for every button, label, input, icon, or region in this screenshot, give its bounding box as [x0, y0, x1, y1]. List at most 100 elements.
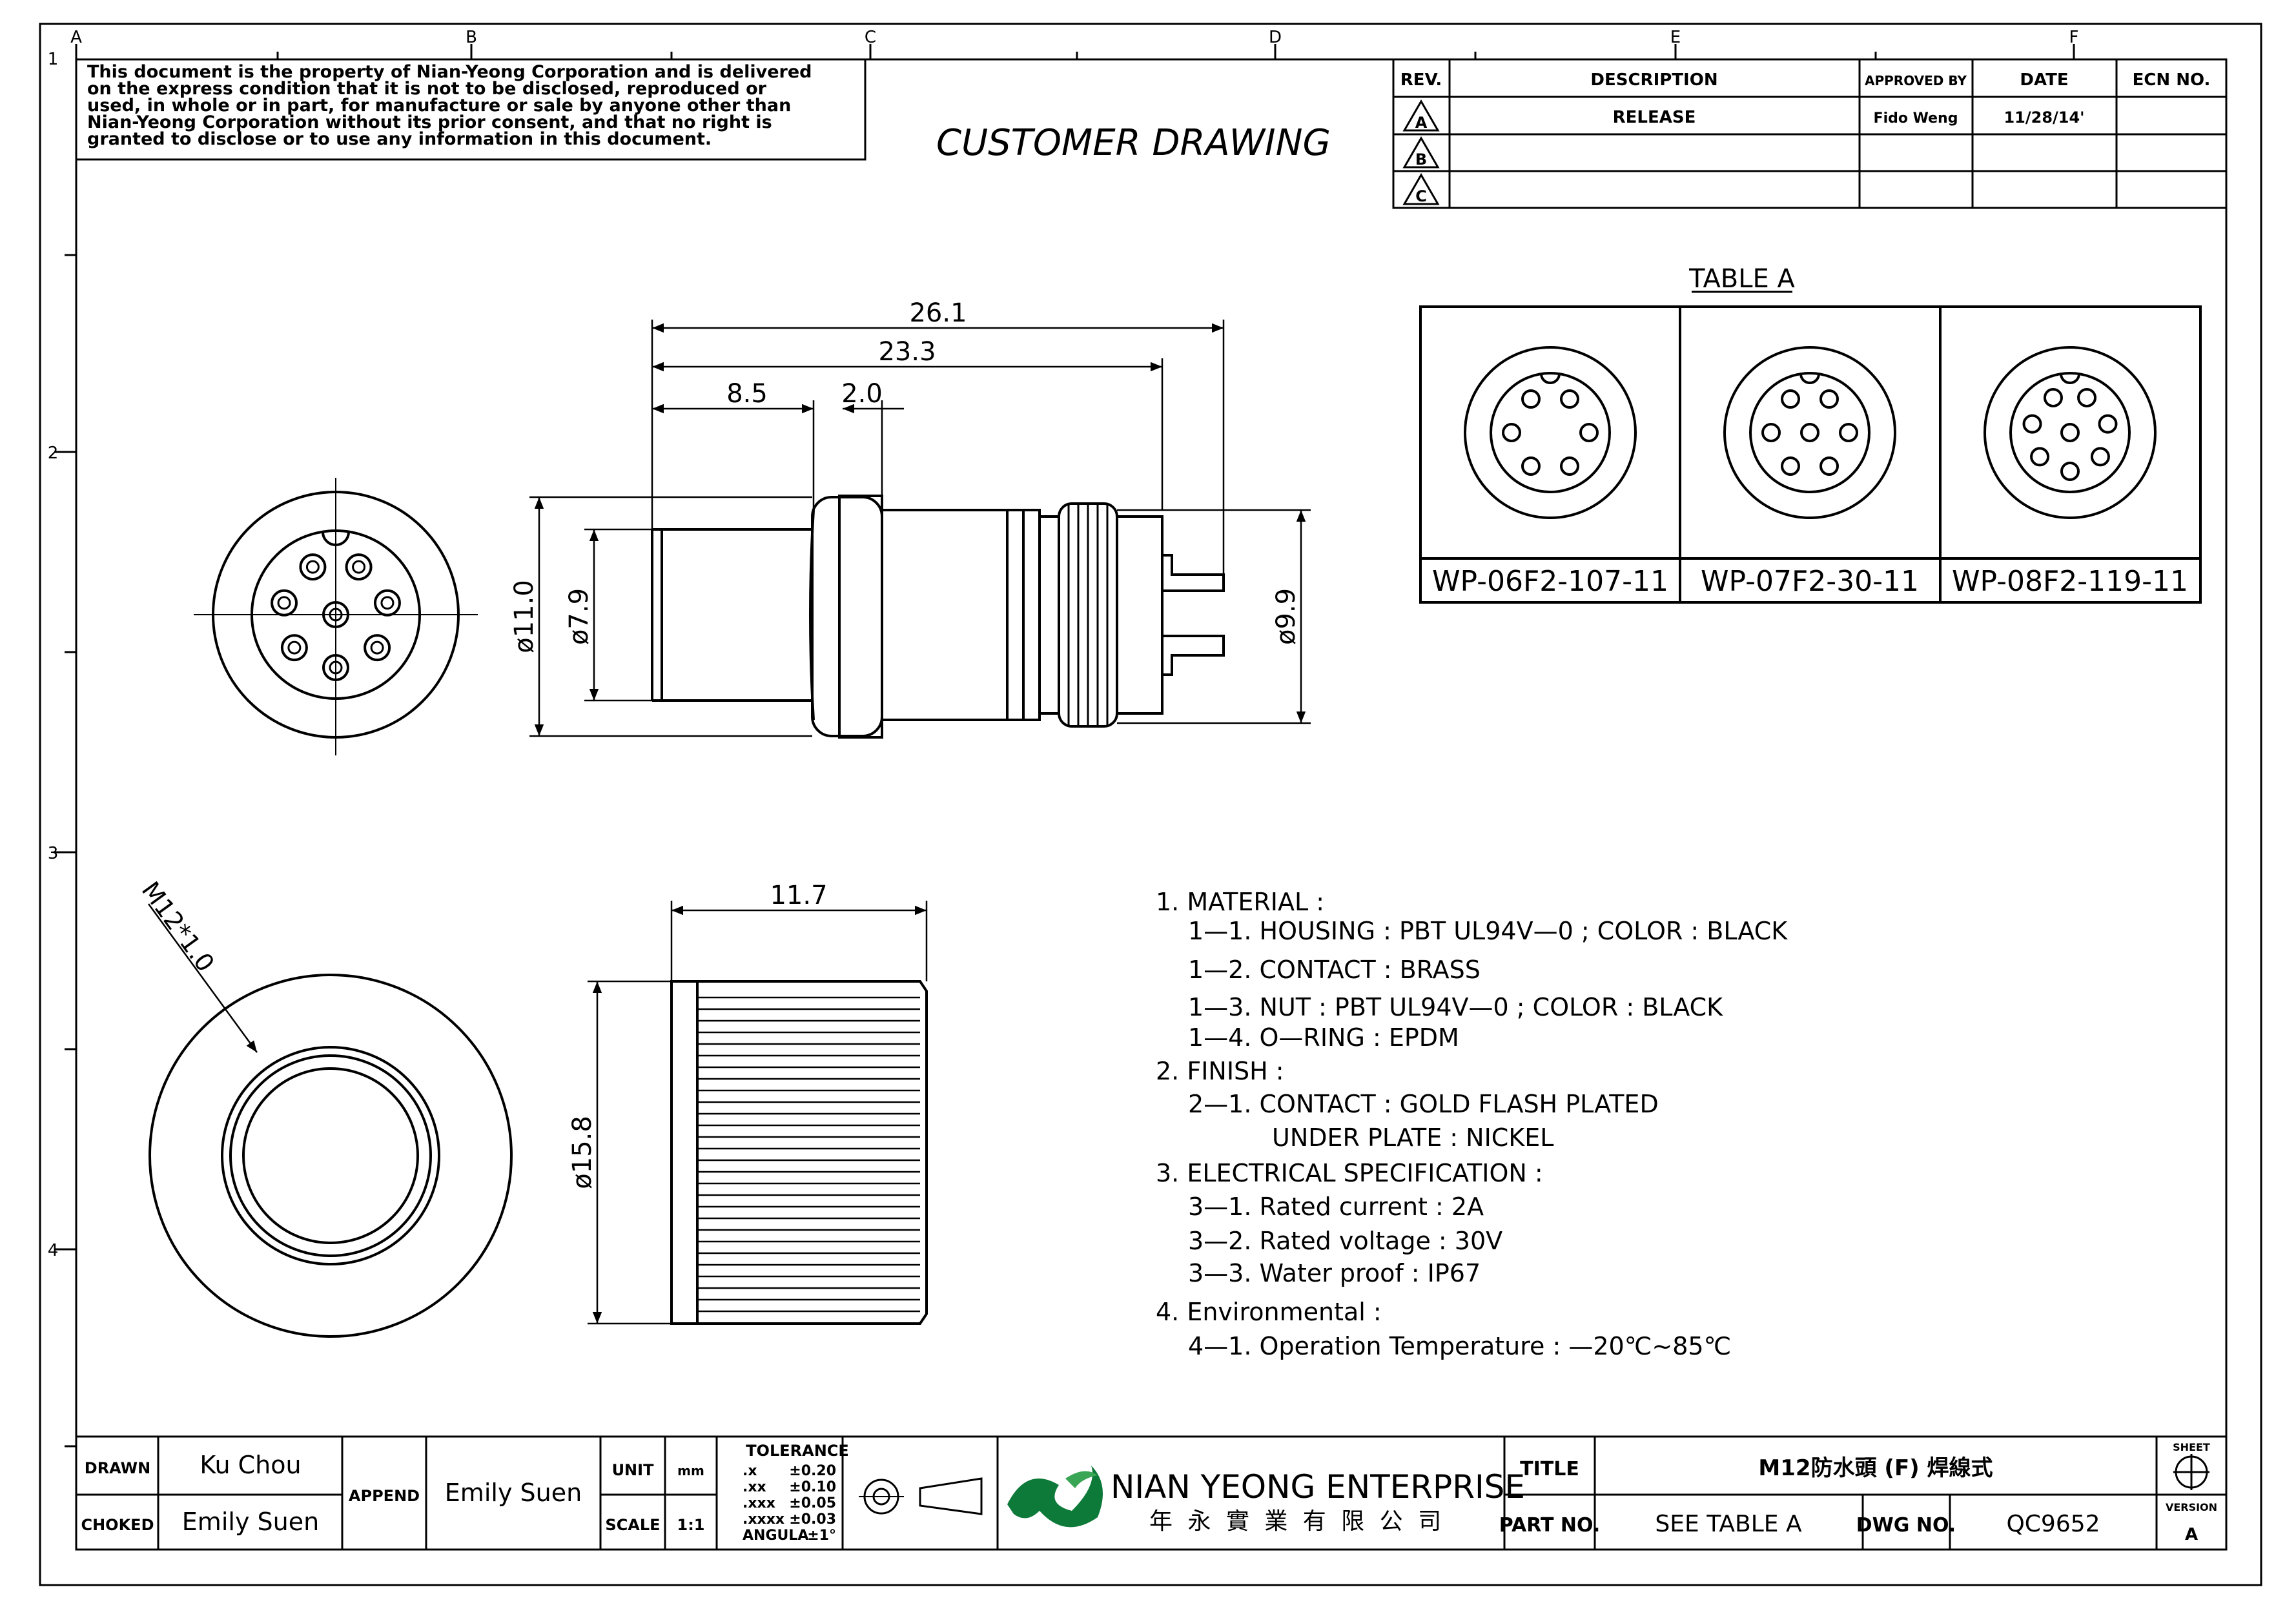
note-line: 3—2. Rated voltage : 30V: [1188, 1227, 1502, 1255]
specification-notes: 1. MATERIAL : 1—1. HOUSING : PBT UL94V—0…: [1156, 888, 1788, 1360]
rev-date: 11/28/14': [2004, 108, 2084, 127]
table-a: TABLE A WP-06F2-107-11 WP-07F2-30-11 WP-…: [1419, 264, 2202, 604]
checked-by: Emily Suen: [182, 1508, 319, 1536]
append-label: APPEND: [349, 1487, 420, 1505]
note-line: 4—1. Operation Temperature : —20℃~85℃: [1188, 1332, 1731, 1360]
dim-front-length: 8.5: [726, 379, 768, 409]
contact-pin: [1560, 389, 1579, 409]
nut-side-view: [670, 980, 928, 1325]
rev-header: APPROVED BY: [1865, 73, 1967, 88]
note-line: 1—4. O—RING : EPDM: [1188, 1023, 1459, 1052]
unit-label: UNIT: [612, 1461, 655, 1479]
title-label: TITLE: [1520, 1458, 1579, 1480]
outer-ring: [1983, 346, 2157, 519]
table-a-part-no: WP-06F2-107-11: [1432, 565, 1668, 598]
dim-thread-label: M12*1.0: [136, 876, 220, 977]
connector-front-view: [194, 478, 478, 755]
inner-ring: [1490, 372, 1611, 493]
contact-hole: [329, 660, 343, 675]
rev-description: RELEASE: [1613, 108, 1696, 127]
company-name-en: NIAN YEONG ENTERPRISE: [1111, 1468, 1525, 1506]
rev-header: DATE: [2020, 70, 2068, 90]
contact-pin: [1819, 456, 1839, 476]
rev-approved-by: Fido Weng: [1874, 110, 1958, 127]
tolerance-key: .xx: [743, 1479, 766, 1495]
note-line: 1—1. HOUSING : PBT UL94V—0 ; COLOR : BLA…: [1188, 917, 1788, 945]
table-a-part-no: WP-07F2-30-11: [1701, 565, 1919, 598]
pin-face-diagram: [1723, 346, 1896, 519]
contact-hole: [370, 640, 384, 655]
contact-pin: [1761, 423, 1781, 442]
zone-number: 1: [48, 50, 59, 69]
contact-pin: [280, 634, 308, 662]
nut-end-view: [147, 903, 513, 1338]
scale-label: SCALE: [605, 1516, 660, 1534]
note-line: 1. MATERIAL :: [1156, 888, 1324, 916]
contact-pin: [322, 601, 349, 628]
tolerance-key: .x: [743, 1463, 757, 1479]
tolerance-key: ANGULA: [743, 1528, 808, 1544]
sheet-label: SHEET: [2173, 1441, 2210, 1453]
note-line: 2. FINISH :: [1156, 1057, 1284, 1085]
third-angle-projection-icon: [859, 1477, 983, 1515]
notice-line: used, in whole or in part, for manufactu…: [87, 96, 791, 116]
note-line: 3—3. Water proof : IP67: [1188, 1259, 1481, 1287]
contact-pin: [1781, 456, 1800, 476]
revision-triangle-icon: [1402, 136, 1440, 169]
scale-value: 1:1: [677, 1516, 705, 1534]
company-name-zh: 年 永 實 業 有 限 公 司: [1149, 1508, 1445, 1535]
dimension-lines: [529, 320, 1311, 737]
key-notch: [1799, 373, 1820, 384]
contact-pin: [2043, 387, 2063, 407]
notice-line: on the express condition that it is not …: [87, 79, 767, 99]
version-label: VERSION: [2166, 1501, 2217, 1513]
dim-flange-diameter: ø11.0: [509, 580, 539, 653]
rev-letter: C: [1415, 187, 1427, 205]
zone-letter: D: [1269, 28, 1282, 47]
drawn-by: Ku Chou: [200, 1451, 301, 1479]
note-line: 2—1. CONTACT : GOLD FLASH PLATED: [1188, 1090, 1659, 1118]
contact-pin: [2060, 462, 2080, 481]
dwg-no-label: DWG NO.: [1856, 1514, 1956, 1537]
revision-triangle-icon: [1402, 99, 1440, 132]
zone-number: 4: [48, 1241, 59, 1260]
part-no-value: SEE TABLE A: [1655, 1511, 1802, 1537]
note-line: 3—1. Rated current : 2A: [1188, 1192, 1484, 1221]
dim-overall-length: 26.1: [909, 298, 967, 328]
contact-hole: [277, 596, 291, 610]
rev-header: REV.: [1400, 70, 1442, 90]
contact-pin: [322, 654, 349, 681]
tolerance-value: ±0.10: [789, 1479, 836, 1495]
key-notch: [2060, 373, 2080, 384]
zone-number: 3: [48, 844, 59, 863]
tolerance-value: ±1°: [807, 1528, 836, 1544]
rev-header: ECN NO.: [2133, 70, 2211, 90]
drawn-label: DRAWN: [85, 1459, 150, 1477]
contact-pin: [2090, 447, 2110, 467]
contact-pin: [1781, 389, 1800, 409]
rev-letter: B: [1415, 150, 1427, 169]
tolerance-key: .xxx: [743, 1495, 775, 1511]
revision-triangle-icon: [1402, 173, 1440, 205]
contact-hole: [305, 560, 320, 574]
note-line: 1—3. NUT : PBT UL94V—0 ; COLOR : BLACK: [1188, 993, 1723, 1021]
contact-pin: [1521, 456, 1541, 476]
pin-face-diagram: [1464, 346, 1637, 519]
tolerance-value: ±0.20: [789, 1463, 836, 1479]
dim-front-diameter: ø7.9: [564, 588, 594, 645]
tolerance-key: .xxxx: [743, 1511, 784, 1528]
contact-pin: [1560, 456, 1579, 476]
contact-pin: [2060, 423, 2080, 442]
zone-letter: B: [466, 28, 477, 47]
contact-pin: [2098, 414, 2118, 434]
drawing-title: CUSTOMER DRAWING: [936, 122, 1331, 164]
revision-table: REV. DESCRIPTION APPROVED BY DATE ECN NO…: [1392, 58, 2228, 209]
checked-label: CHOKED: [81, 1516, 154, 1534]
part-title: M12防水頭 (F) 焊線式: [1758, 1455, 1993, 1481]
contact-hole: [287, 640, 302, 655]
note-line: UNDER PLATE : NICKEL: [1272, 1123, 1553, 1152]
tolerance-value: ±0.03: [789, 1511, 836, 1528]
dim-body-length: 23.3: [878, 337, 936, 367]
table-a-title: TABLE A: [1688, 264, 1795, 294]
pin-face-diagram: [1983, 346, 2157, 519]
